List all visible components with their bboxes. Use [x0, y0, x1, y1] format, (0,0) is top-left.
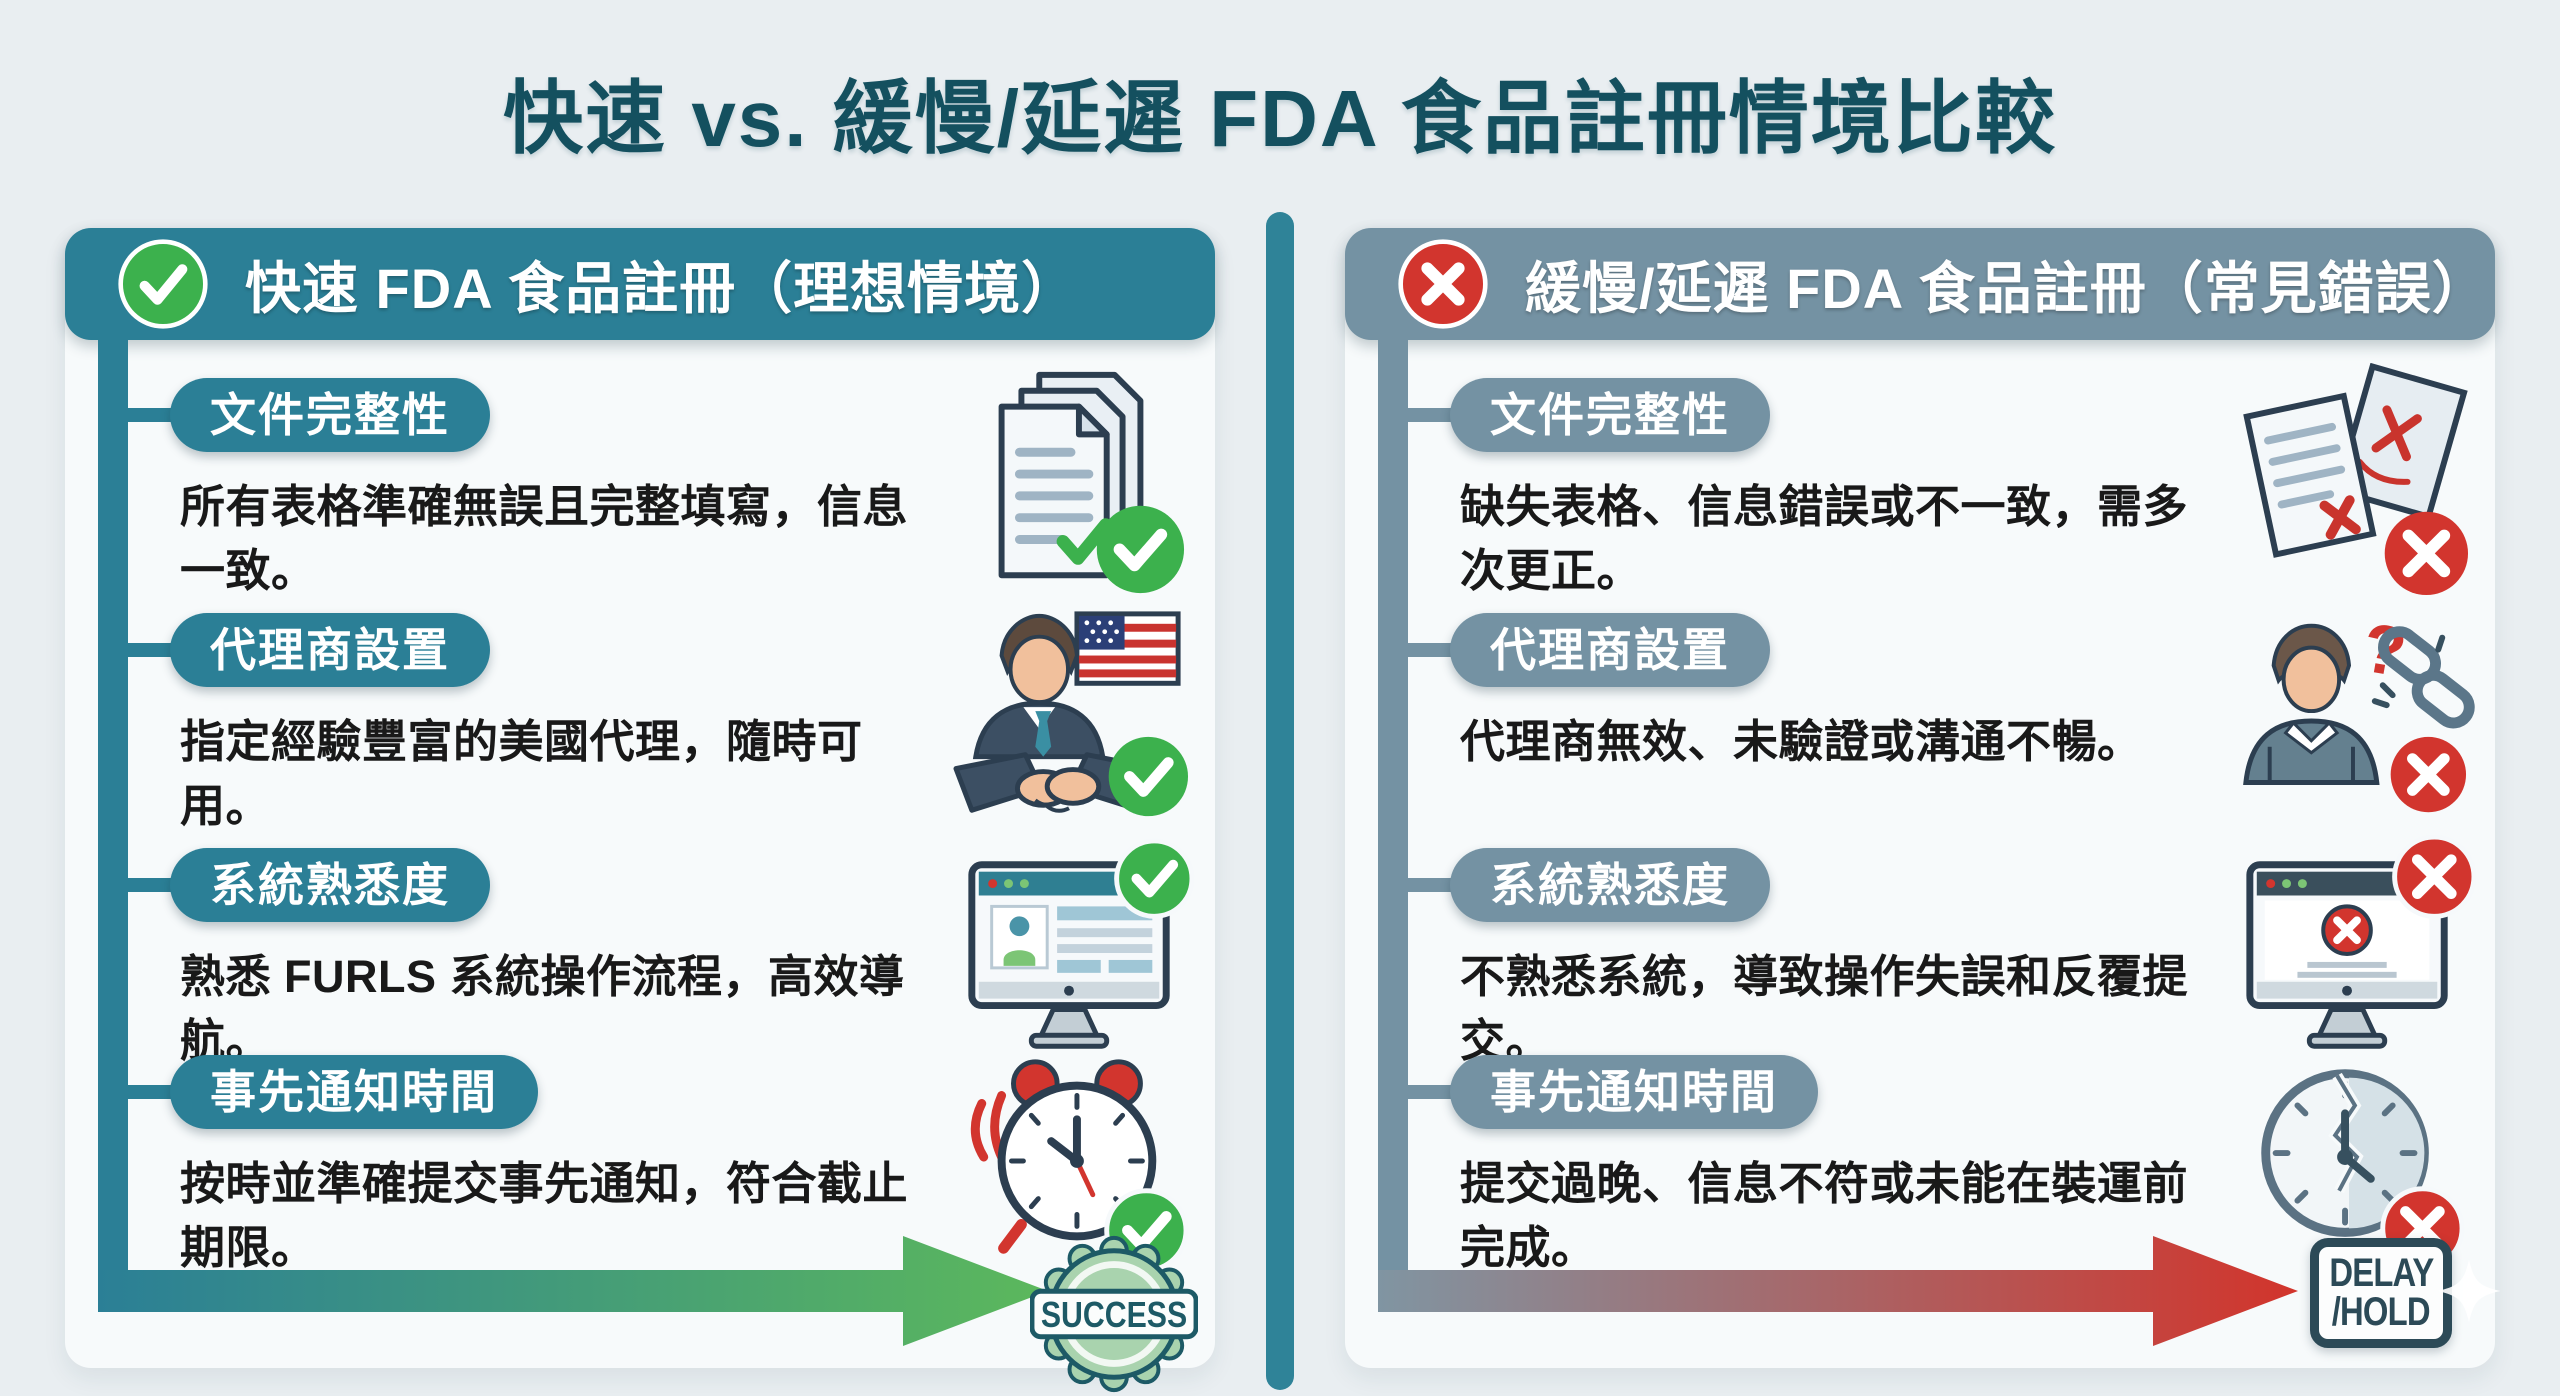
delay-label: DELAY	[2328, 1250, 2434, 1295]
fast-desc-agent: 指定經驗豐富的美國代理，隨時可用。	[180, 716, 863, 831]
slow-desc-system: 不熟悉系統，導致操作失誤和反覆提交。	[1460, 951, 2189, 1066]
agent-broken-link-error-icon: ?	[2223, 600, 2479, 838]
monitor-error-icon	[2223, 834, 2479, 1073]
connector	[117, 1085, 187, 1099]
sparkle-icon	[2437, 1259, 2501, 1323]
connector	[1397, 408, 1467, 422]
slow-panel: 緩慢/延遲 FDA 食品註冊（常見錯誤） 文件完整性 缺失表格、信息錯誤或不一致…	[1345, 228, 2495, 1368]
hold-label: /HOLD	[2332, 1290, 2431, 1334]
connector	[117, 643, 187, 657]
center-divider	[1266, 212, 1294, 1390]
fast-outcome-arrow	[98, 1236, 1048, 1346]
fast-panel-title: 快速 FDA 食品註冊（理想情境）	[245, 256, 1079, 320]
connector	[1397, 878, 1467, 892]
fast-badge-agent: 代理商設置	[170, 613, 490, 687]
documents-error-icon	[2223, 362, 2479, 601]
connector	[117, 878, 187, 892]
connector	[117, 408, 187, 422]
us-agent-handshake-check-icon	[943, 600, 1199, 838]
success-seal: SUCCESS	[1030, 1235, 1198, 1393]
us-flag	[1074, 611, 1181, 686]
slow-desc-notice: 提交過晚、信息不符或未能在裝運前完成。	[1460, 1158, 2189, 1273]
fast-desc-notice: 按時並準確提交事先通知，符合截止期限。	[180, 1158, 909, 1273]
slow-badge-agent: 代理商設置	[1450, 613, 1770, 687]
page-title: 快速 vs. 緩慢/延遲 FDA 食品註冊情境比較	[503, 74, 2057, 163]
connector	[1397, 643, 1467, 657]
slow-panel-title: 緩慢/延遲 FDA 食品註冊（常見錯誤）	[1525, 256, 2489, 320]
slow-badge-notice: 事先通知時間	[1450, 1055, 1818, 1129]
documents-check-icon	[943, 363, 1199, 601]
fast-spine	[98, 340, 128, 1312]
fast-panel: 快速 FDA 食品註冊（理想情境） 文件完整性 所有表格準確無誤且完整填寫，信息…	[65, 228, 1215, 1368]
check-circle-icon	[118, 239, 208, 329]
x-circle-icon	[1398, 239, 1488, 329]
slow-panel-header: 緩慢/延遲 FDA 食品註冊（常見錯誤）	[1345, 228, 2495, 340]
slow-spine	[1378, 340, 1408, 1312]
fast-desc-documents: 所有表格準確無誤且完整填寫，信息一致。	[180, 481, 909, 596]
fast-badge-documents: 文件完整性	[170, 378, 490, 452]
success-label: SUCCESS	[1041, 1294, 1187, 1335]
slow-outcome-arrow	[1378, 1236, 2298, 1346]
delay-hold-sign: DELAY /HOLD	[2310, 1238, 2452, 1348]
furls-monitor-check-icon	[943, 835, 1199, 1073]
slow-desc-agent: 代理商無效、未驗證或溝通不暢。	[1460, 716, 2143, 767]
fast-panel-header: 快速 FDA 食品註冊（理想情境）	[65, 228, 1215, 340]
fast-badge-notice: 事先通知時間	[170, 1055, 538, 1129]
slow-badge-documents: 文件完整性	[1450, 378, 1770, 452]
fast-badge-system: 系統熟悉度	[170, 848, 490, 922]
slow-desc-documents: 缺失表格、信息錯誤或不一致，需多次更正。	[1460, 481, 2189, 596]
slow-badge-system: 系統熟悉度	[1450, 848, 1770, 922]
fast-desc-system: 熟悉 FURLS 系統操作流程，高效導航。	[180, 951, 905, 1066]
connector	[1397, 1085, 1467, 1099]
